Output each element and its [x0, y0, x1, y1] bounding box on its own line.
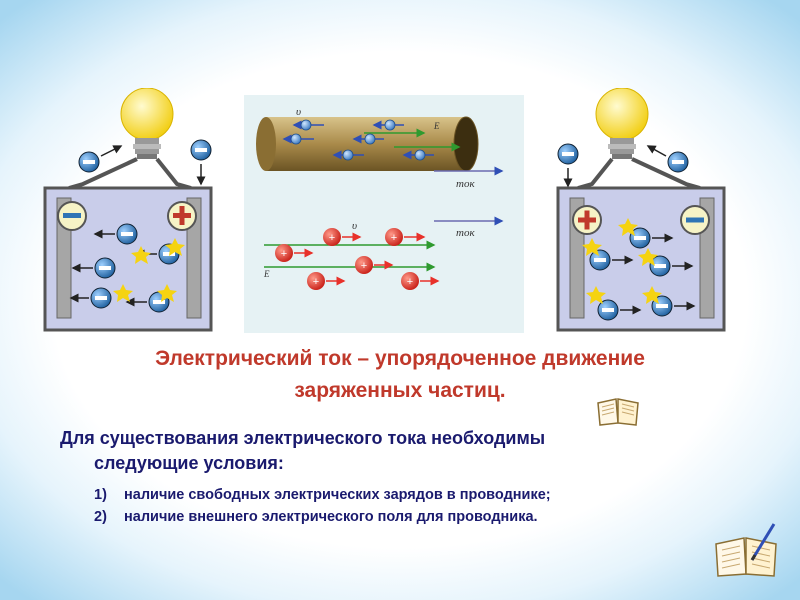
list-item-text: наличие свободных электрических зарядов …: [124, 487, 551, 503]
list-item-number: 2): [94, 509, 107, 525]
book-icon: [594, 393, 642, 427]
list-item: 2) наличие внешнего электрического поля …: [60, 506, 740, 528]
bulb-icon: [120, 88, 174, 159]
book-with-pen-icon: [712, 520, 782, 578]
ion-particle: [629, 227, 651, 249]
electrode-minus-icon: [57, 201, 87, 231]
field-label-positive: E: [263, 269, 270, 279]
field-label: E: [433, 121, 440, 131]
ion-particle: [116, 223, 138, 245]
electron-particle: [557, 143, 579, 165]
ion-particle: [90, 287, 112, 309]
svg-text:+: +: [313, 276, 319, 288]
conditions-intro: Для существования электрического тока не…: [60, 426, 740, 476]
list-item: 1) наличие свободных электрических заряд…: [60, 484, 740, 506]
electrode-plus-icon: [167, 201, 197, 231]
electron-particle: [78, 151, 100, 173]
velocity-label-positive: υ: [352, 220, 357, 232]
electron-particle: [667, 151, 689, 173]
conditions-intro-line-2: следующие условия:: [94, 453, 284, 473]
velocity-label: υ: [296, 106, 301, 118]
positive-charge: +: [401, 272, 440, 290]
ion-particle: [94, 257, 116, 279]
electrolyte-cell-left-illustration: [43, 88, 213, 333]
ion-particle: [649, 255, 671, 277]
electron-particle: [190, 139, 212, 161]
svg-text:+: +: [391, 232, 397, 244]
svg-text:+: +: [281, 248, 287, 260]
positive-charge: +: [275, 244, 314, 262]
positive-charge: +: [385, 228, 426, 246]
current-label-bottom: ток: [456, 227, 475, 239]
positive-charge: +: [323, 228, 362, 246]
electrode-plus-icon: [572, 205, 602, 235]
title-line-2: заряженных частиц.: [294, 379, 506, 402]
electrolyte-cell-right-illustration: [556, 88, 726, 333]
list-item-text: наличие внешнего электрического поля для…: [124, 509, 538, 525]
ion-particle: [589, 249, 611, 271]
list-item-number: 1): [94, 487, 107, 503]
electrode-minus-icon: [680, 205, 710, 235]
conditions-list: 1) наличие свободных электрических заряд…: [60, 484, 740, 528]
svg-text:+: +: [361, 260, 367, 272]
conditions-intro-line-1: Для существования электрического тока не…: [60, 428, 546, 448]
positive-charge: +: [307, 272, 346, 290]
title-line-1: Электрический ток – упорядоченное движен…: [155, 347, 645, 370]
svg-text:+: +: [407, 276, 413, 288]
svg-text:+: +: [329, 232, 335, 244]
current-label-top: ток: [456, 178, 475, 190]
ion-particle: [597, 299, 619, 321]
positive-charge: +: [355, 256, 394, 274]
bulb-icon: [595, 88, 649, 159]
conductor-current-illustration: υ E ток ток υ E: [244, 95, 524, 333]
conditions-block: Для существования электрического тока не…: [60, 426, 740, 528]
slide-title: Электрический ток – упорядоченное движен…: [40, 343, 760, 407]
